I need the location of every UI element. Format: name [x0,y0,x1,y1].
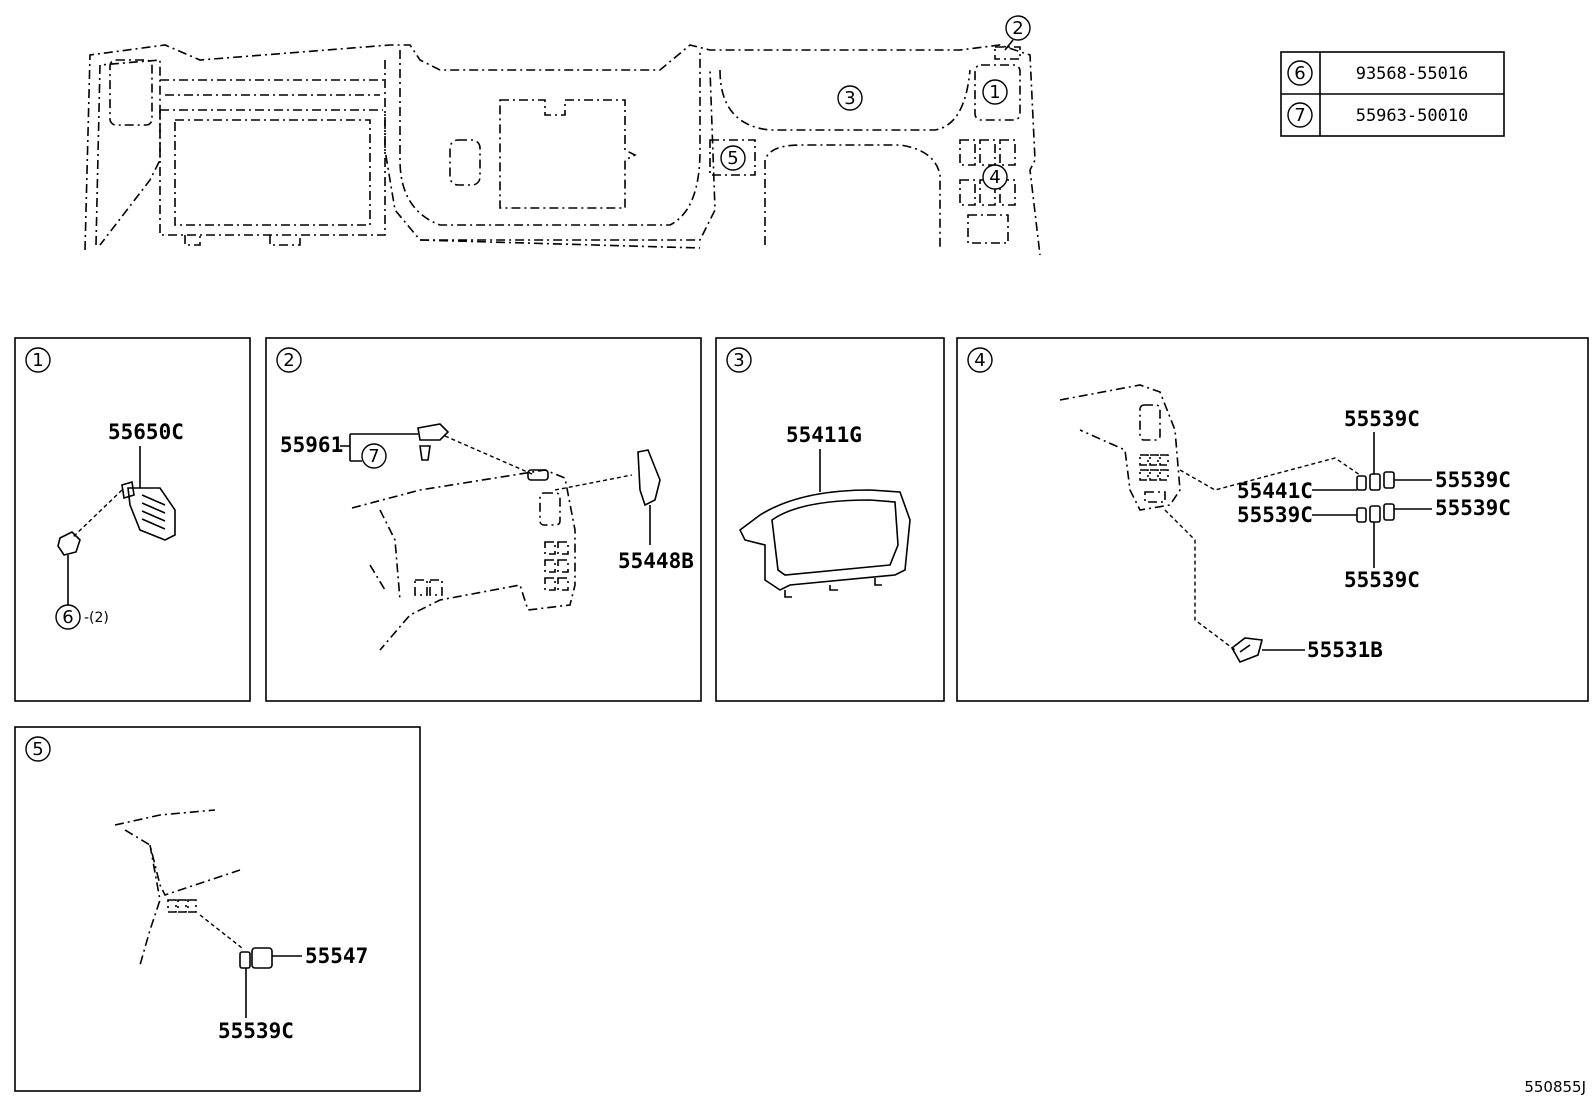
svg-text:6: 6 [1294,63,1305,84]
callout-5: 5 [720,145,746,171]
part-label: 55539C [218,1019,294,1043]
svg-text:3: 3 [844,88,855,109]
svg-text:6: 6 [62,607,73,628]
svg-text:3: 3 [733,350,744,371]
table-row: 7 55963-50010 [1287,102,1469,128]
part-label: 55539C [1344,568,1420,592]
part-label: 55531B [1307,638,1383,662]
panel-1: 1 55650C 6 -(2) [14,337,251,702]
part-label: 55411G [786,423,862,447]
part-label: 55539C [1435,496,1511,520]
svg-text:7: 7 [1294,105,1305,126]
svg-text:4: 4 [989,167,1000,188]
svg-text:55963-50010: 55963-50010 [1356,106,1469,126]
svg-text:5: 5 [32,739,43,760]
part-label: 55539C [1237,503,1313,527]
panel-2: 2 55961 7 55448B [265,337,702,702]
quantity-note: -(2) [84,610,109,626]
part-label: 55547 [305,944,368,968]
part-label: 55539C [1435,468,1511,492]
svg-text:1: 1 [32,350,43,371]
diagram-code: 550855J [1524,1078,1586,1096]
callout-2: 2 [1004,15,1031,51]
svg-text:93568-55016: 93568-55016 [1356,64,1469,84]
callout-3: 3 [837,85,863,111]
svg-text:7: 7 [368,446,379,467]
part-label: 55961 [280,433,343,457]
svg-text:2: 2 [1012,18,1023,39]
part-label: 55539C [1344,407,1420,431]
panel-5: 5 55547 55539C [14,726,421,1092]
svg-text:1: 1 [989,82,1000,103]
dashboard-overview [84,44,1041,256]
panel-3: 3 55411G [715,337,945,702]
part-label: 55448B [618,549,694,573]
svg-text:5: 5 [727,148,738,169]
callout-1: 1 [982,79,1008,105]
svg-text:4: 4 [974,350,985,371]
table-row: 6 93568-55016 [1287,60,1469,86]
part-label: 55650C [108,420,184,444]
callout-4: 4 [982,164,1008,190]
part-label: 55441C [1237,479,1313,503]
part-table: 6 93568-55016 7 55963-50010 [1280,51,1505,137]
svg-text:2: 2 [283,350,294,371]
panel-4: 4 55539C 55441C 55539C 55539C 55539C 555… [956,337,1589,702]
